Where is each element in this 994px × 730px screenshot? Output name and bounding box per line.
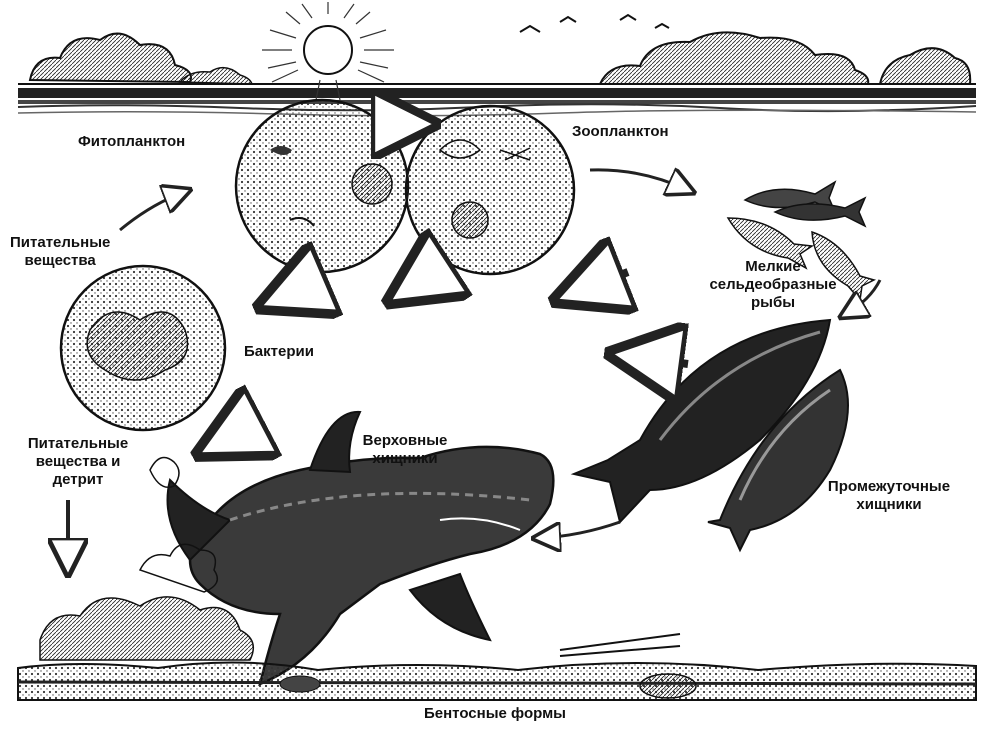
arrow-dashed-tuna-to-bacteria bbox=[628, 356, 688, 364]
label-small-fish-line3: рыбы bbox=[693, 294, 853, 312]
arrow-dashed-fish-to-bacteria bbox=[572, 272, 628, 294]
label-intermediate-predators: Промежуточные хищники bbox=[814, 478, 964, 514]
label-detritus-line3: детрит bbox=[8, 471, 148, 489]
arrow-dashed-zoo-to-bacteria bbox=[404, 262, 450, 292]
label-phytoplankton: Фитопланктон bbox=[78, 133, 185, 151]
label-nutrients-line2: вещества bbox=[10, 252, 110, 270]
phytoplankton-circle bbox=[236, 100, 408, 272]
label-small-fish: Мелкие сельдеобразные рыбы bbox=[693, 258, 853, 312]
label-zooplankton: Зоопланктон bbox=[572, 123, 669, 141]
label-detritus-line1: Питательные bbox=[8, 435, 148, 453]
label-bacteria: Бактерии bbox=[244, 343, 314, 361]
label-intermediate-line1: Промежуточные bbox=[814, 478, 964, 496]
label-apex-line2: хищники bbox=[350, 450, 460, 468]
label-detritus-line2: вещества и bbox=[8, 453, 148, 471]
label-benthic: Бентосные формы bbox=[424, 705, 566, 723]
arrow-tuna-to-shark bbox=[540, 522, 620, 538]
label-small-fish-line2: сельдеобразные bbox=[693, 276, 853, 294]
label-intermediate-line2: хищники bbox=[814, 496, 964, 514]
arrow-dashed-shark-to-detritus bbox=[214, 424, 256, 446]
label-nutrients-line1: Питательные bbox=[10, 234, 110, 252]
arrow-zoo-to-fish bbox=[590, 170, 688, 190]
label-nutrients: Питательные вещества bbox=[10, 234, 110, 270]
clouds-right bbox=[520, 15, 970, 84]
zooplankton-circle bbox=[406, 106, 574, 274]
arrow-nutrients-to-phyto bbox=[120, 192, 184, 230]
bacteria-circle bbox=[61, 266, 225, 430]
label-apex-predators: Верховные хищники bbox=[350, 432, 460, 468]
clouds-left bbox=[30, 34, 252, 84]
label-apex-line1: Верховные bbox=[350, 432, 460, 450]
arrow-dashed-phyto-to-bacteria bbox=[276, 282, 318, 300]
tuna-icon bbox=[574, 320, 848, 550]
sun-icon bbox=[262, 2, 394, 100]
label-small-fish-line1: Мелкие bbox=[693, 258, 853, 276]
label-detritus: Питательные вещества и детрит bbox=[8, 435, 148, 489]
